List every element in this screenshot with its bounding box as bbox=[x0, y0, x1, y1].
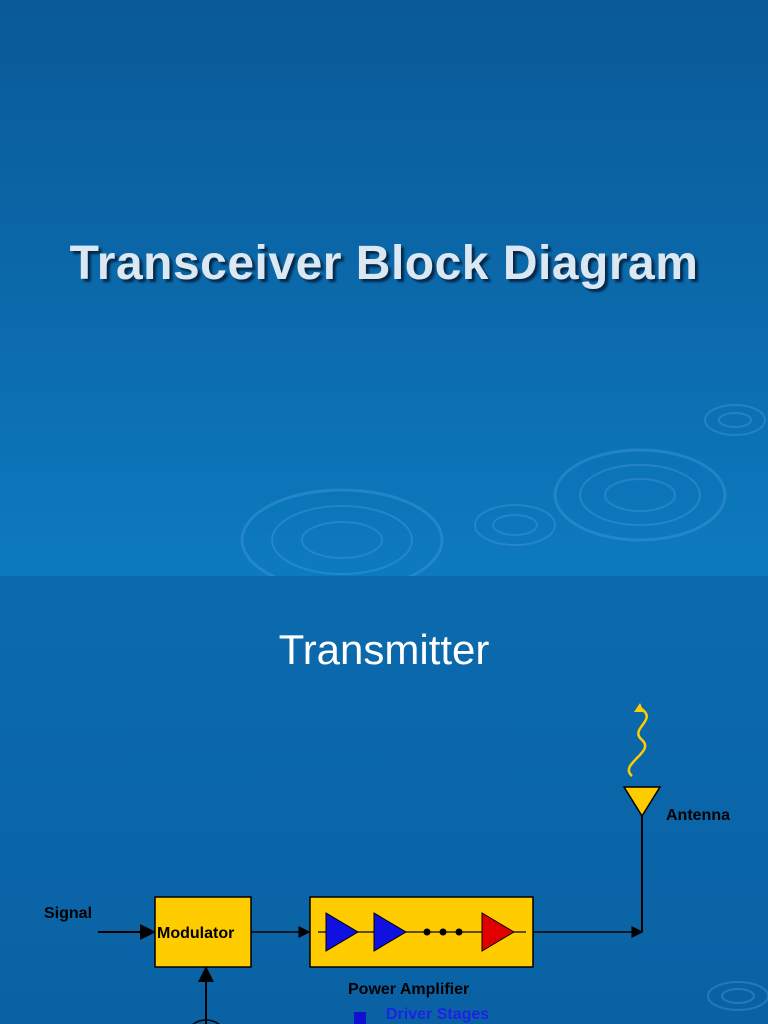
final-amp-icon bbox=[481, 912, 515, 952]
bullet-square-icon bbox=[354, 1012, 366, 1024]
radio-wave-icon bbox=[627, 706, 648, 777]
ellipsis-dot bbox=[439, 928, 447, 936]
ellipsis-dot bbox=[423, 928, 431, 936]
antenna-label: Antenna bbox=[666, 807, 730, 824]
transmitter-diagram bbox=[98, 703, 662, 1024]
antenna-icon bbox=[622, 786, 662, 818]
title-slide: Transceiver Block Diagram bbox=[0, 0, 768, 576]
signal-label: Signal bbox=[44, 905, 93, 922]
modulator-label: Modulator bbox=[157, 925, 235, 942]
power-amplifier-label: Power Amplifier bbox=[348, 981, 470, 998]
section-title: Transmitter bbox=[278, 626, 490, 673]
ripple-decoration bbox=[240, 404, 766, 576]
driver-amp-1-icon bbox=[325, 912, 359, 952]
ellipsis-dot bbox=[455, 928, 463, 936]
ripple-decoration bbox=[707, 981, 768, 1011]
driver-stages-label: Driver Stages bbox=[386, 1006, 490, 1023]
driver-amp-2-icon bbox=[373, 912, 407, 952]
wave-arrowhead bbox=[634, 703, 644, 712]
slide-title: Transceiver Block Diagram bbox=[69, 237, 699, 290]
oscillator-icon bbox=[192, 1019, 220, 1024]
